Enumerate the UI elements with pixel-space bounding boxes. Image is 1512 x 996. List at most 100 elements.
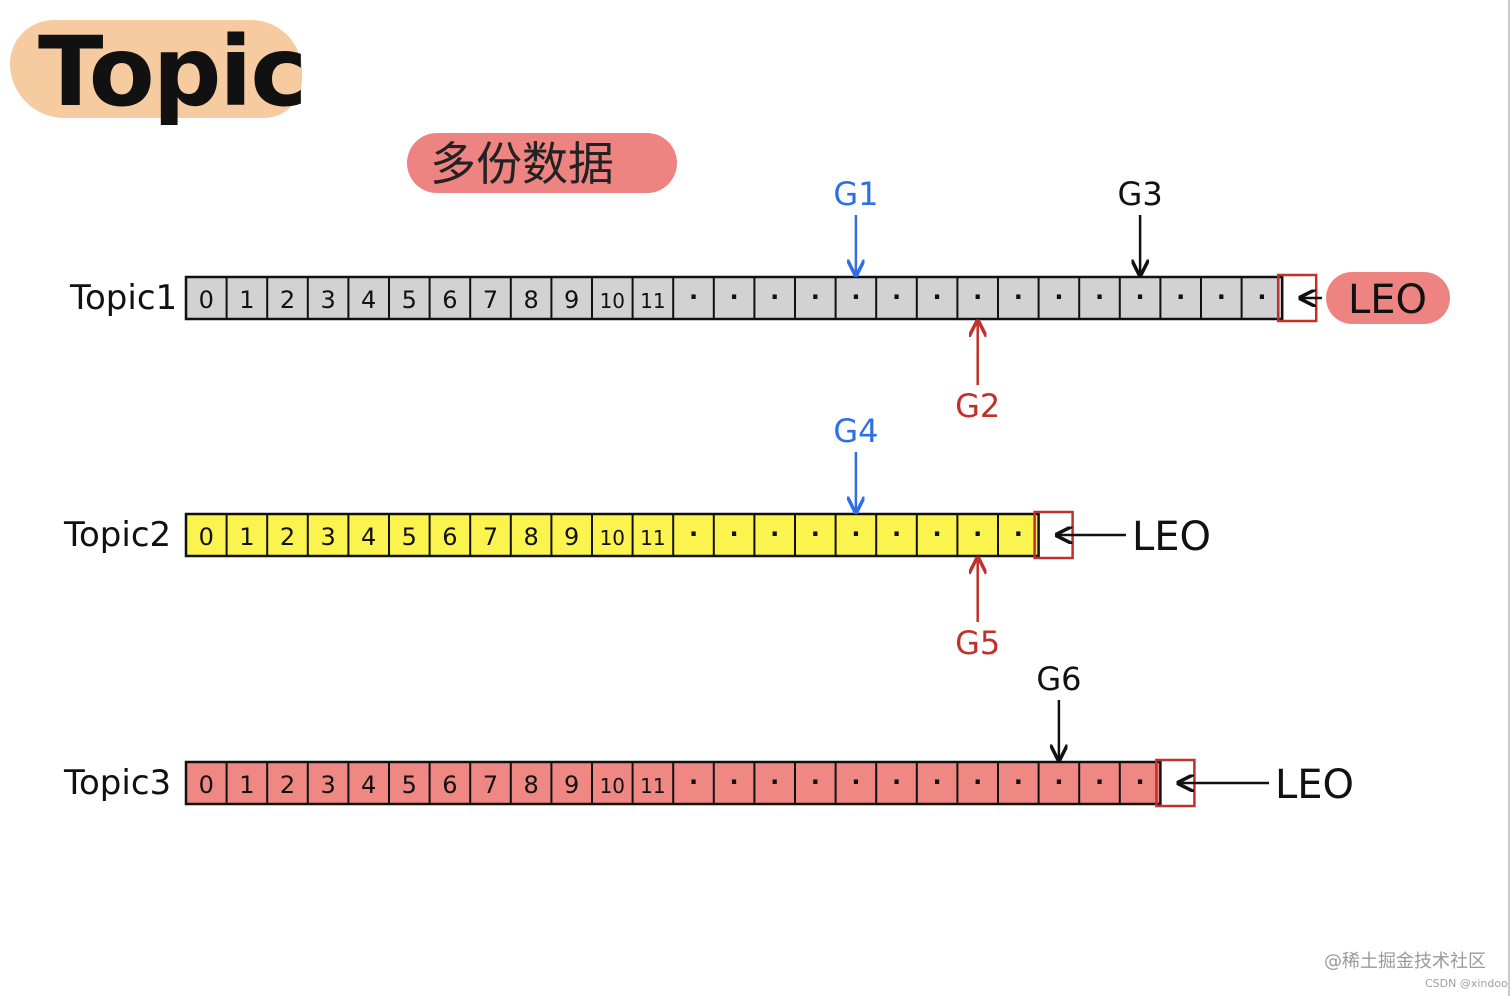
- subtitle: 多份数据: [430, 137, 614, 191]
- offset-cell: 10: [600, 526, 625, 550]
- offset-cell: ·: [1095, 768, 1104, 796]
- page-title: Topic: [38, 16, 307, 128]
- leo-highlight: [1326, 272, 1450, 324]
- consumer-label: G3: [1118, 175, 1163, 213]
- offset-cell: ·: [973, 768, 982, 796]
- consumer-marker-g1: G1: [833, 175, 878, 275]
- offset-cell: 10: [600, 774, 625, 798]
- offset-cell: 11: [640, 774, 665, 798]
- leo-label: LEO: [1348, 277, 1427, 323]
- title-highlight: [10, 20, 302, 118]
- offset-cell: ·: [1217, 283, 1226, 311]
- offset-cell: 4: [361, 523, 376, 551]
- offset-cell: ·: [1014, 283, 1023, 311]
- offset-cell: 6: [442, 286, 457, 314]
- offset-cell: 1: [239, 286, 254, 314]
- consumer-label: G6: [1036, 660, 1081, 698]
- offset-cell: ·: [933, 283, 942, 311]
- watermark-juejin: @稀土掘金技术社区: [1324, 951, 1486, 972]
- offset-cell: 1: [239, 523, 254, 551]
- offset-cell: 2: [280, 771, 295, 799]
- offset-cell: ·: [892, 768, 901, 796]
- offset-cell: ·: [730, 520, 739, 548]
- offset-cell: 7: [483, 523, 498, 551]
- offset-cell: ·: [851, 768, 860, 796]
- offset-cell: ·: [973, 520, 982, 548]
- watermark-csdn: CSDN @xindoo: [1425, 977, 1508, 990]
- offset-cell: ·: [730, 768, 739, 796]
- offset-cell: 9: [564, 771, 579, 799]
- offset-cell: ·: [1176, 283, 1185, 311]
- consumer-marker-g4: G4: [833, 412, 878, 512]
- offset-cell: 2: [280, 523, 295, 551]
- offset-cell: ·: [1095, 283, 1104, 311]
- offset-cell: 9: [564, 523, 579, 551]
- topic-label: Topic1: [69, 278, 177, 318]
- offset-cell: 5: [402, 523, 417, 551]
- offset-cell: 0: [199, 286, 214, 314]
- offset-cell: 7: [483, 771, 498, 799]
- offset-cell: ·: [730, 283, 739, 311]
- topic-label: Topic2: [63, 515, 171, 555]
- leo-label: LEO: [1132, 514, 1211, 560]
- offset-cell: ·: [811, 768, 820, 796]
- offset-cell: 8: [523, 771, 538, 799]
- offset-cell: ·: [973, 283, 982, 311]
- offset-cell: ·: [1014, 768, 1023, 796]
- offset-cell: ·: [851, 520, 860, 548]
- topic-label: Topic3: [63, 763, 171, 803]
- consumer-marker-g5: G5: [955, 558, 1000, 662]
- offset-cell: 0: [199, 771, 214, 799]
- offset-cell: ·: [689, 283, 698, 311]
- leo-label: LEO: [1275, 762, 1354, 808]
- offset-cell: 8: [523, 523, 538, 551]
- offset-cell: 3: [320, 286, 335, 314]
- consumer-marker-g3: G3: [1118, 175, 1163, 275]
- offset-cell: 4: [361, 286, 376, 314]
- offset-cell: 2: [280, 286, 295, 314]
- offset-cell: 4: [361, 771, 376, 799]
- offset-cell: 0: [199, 523, 214, 551]
- offset-cell: 9: [564, 286, 579, 314]
- offset-cell: ·: [1054, 768, 1063, 796]
- subtitle-highlight: [407, 133, 677, 193]
- offset-cell: ·: [770, 768, 779, 796]
- consumer-label: G1: [833, 175, 878, 213]
- log-bar: [184, 275, 1284, 321]
- offset-cell: 11: [640, 526, 665, 550]
- offset-cell: 8: [523, 286, 538, 314]
- offset-cell: 3: [320, 523, 335, 551]
- offset-cell: ·: [770, 520, 779, 548]
- consumer-label: G5: [955, 624, 1000, 662]
- offset-cell: 7: [483, 286, 498, 314]
- offset-cell: 1: [239, 771, 254, 799]
- offset-cell: 11: [640, 289, 665, 313]
- offset-cell: 6: [442, 771, 457, 799]
- offset-cell: ·: [892, 520, 901, 548]
- offset-cell: ·: [811, 283, 820, 311]
- offset-cell: ·: [933, 768, 942, 796]
- offset-cell: ·: [1257, 283, 1266, 311]
- offset-cell: 5: [402, 286, 417, 314]
- consumer-label: G2: [955, 387, 1000, 425]
- consumer-marker-g6: G6: [1036, 660, 1081, 760]
- offset-cell: ·: [689, 768, 698, 796]
- offset-cell: ·: [892, 283, 901, 311]
- offset-cell: 10: [600, 289, 625, 313]
- consumer-label: G4: [833, 412, 878, 450]
- offset-cell: ·: [770, 283, 779, 311]
- consumer-marker-g2: G2: [955, 321, 1000, 425]
- offset-cell: ·: [1136, 283, 1145, 311]
- page-edge-divider: [1508, 0, 1510, 996]
- offset-cell: ·: [851, 283, 860, 311]
- offset-cell: ·: [689, 520, 698, 548]
- offset-cell: ·: [1054, 283, 1063, 311]
- offset-cell: ·: [933, 520, 942, 548]
- offset-cell: ·: [1014, 520, 1023, 548]
- log-bar: [184, 512, 1040, 558]
